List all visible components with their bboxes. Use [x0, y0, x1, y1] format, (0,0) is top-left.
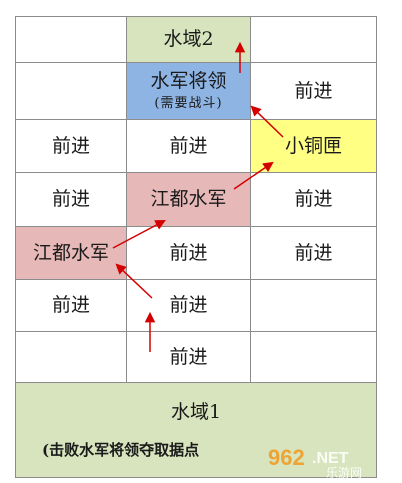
route-arrow	[115, 263, 153, 299]
waters-2-label: 水域2	[163, 28, 214, 50]
jiangdu-navy-cell[interactable]: 江都水军	[15, 226, 127, 280]
defeat-general-note: (击败水军将领夺取据点	[42, 441, 200, 459]
advance-label: 前进	[169, 134, 208, 157]
advance-label: 前进	[294, 188, 333, 210]
map-grid: 水域2 水军将领 (需要战斗) 前进 前进 前进 小铜匣 前进 江都水军 前进 …	[15, 16, 377, 478]
jiangdu-navy-label: 江都水军	[32, 241, 109, 264]
waters-1-start[interactable]: 水域1 (击败水军将领夺取据点	[15, 382, 377, 478]
watermark-logo: 962 .NET 乐游网	[268, 445, 362, 479]
route-arrow	[250, 105, 284, 138]
advance-label: 前进	[294, 79, 333, 102]
jiangdu-navy-label: 江都水军	[150, 188, 227, 210]
svg-text:.NET: .NET	[312, 450, 349, 467]
small-copper-box-label: 小铜匣	[284, 134, 342, 157]
route-arrow	[112, 220, 166, 249]
advance-label: 前进	[169, 294, 208, 316]
advance-label: 前进	[51, 294, 90, 316]
advance-label: 前进	[51, 134, 90, 157]
advance-label: 前进	[294, 241, 333, 264]
advance-label: 前进	[51, 188, 90, 210]
advance-label: 前进	[169, 345, 208, 368]
svg-text:乐游网: 乐游网	[326, 466, 362, 479]
battle-required-note: (需要战斗)	[154, 96, 223, 111]
svg-text:962: 962	[268, 445, 305, 470]
waters-1-label: 水域1	[170, 401, 222, 423]
route-arrow	[233, 161, 274, 190]
navy-general-label: 水军将领	[150, 70, 227, 92]
advance-label: 前进	[169, 241, 208, 264]
jiangdu-navy-cell[interactable]: 江都水军	[126, 172, 251, 227]
